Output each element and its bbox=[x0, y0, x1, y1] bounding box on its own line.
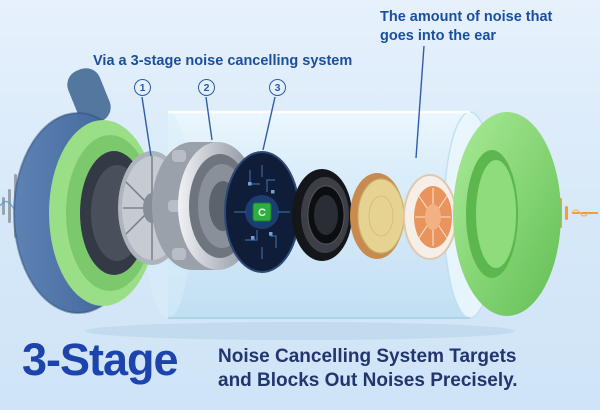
stage-marker-1: 1 bbox=[134, 79, 151, 96]
noise-cancel-chip bbox=[252, 202, 272, 222]
stage-marker-2-label: 2 bbox=[203, 81, 210, 94]
stage-marker-3: 3 bbox=[269, 79, 286, 96]
noise-callout-line2: goes into the ear bbox=[380, 28, 497, 45]
leader-lines bbox=[141, 45, 425, 159]
speaker-ring bbox=[292, 169, 352, 261]
leader-line-stage2 bbox=[205, 96, 213, 141]
system-callout: Via a 3-stage noise cancelling system bbox=[93, 52, 352, 71]
noise-amount-callout: The amount of noise that goes into the e… bbox=[380, 8, 595, 46]
copper-driver-disc bbox=[403, 174, 457, 260]
stage-marker-2: 2 bbox=[198, 79, 215, 96]
leader-line-stage3 bbox=[262, 96, 276, 151]
footer-title: 3-Stage bbox=[22, 334, 179, 385]
footer-desc-line2: and Blocks Out Noises Precisely. bbox=[218, 370, 518, 392]
stage-marker-3-label: 3 bbox=[274, 81, 281, 94]
gold-diaphragm-disc bbox=[350, 173, 405, 259]
leader-line-stage1 bbox=[141, 96, 152, 157]
headband-stub bbox=[67, 68, 111, 124]
ground-shadow bbox=[85, 322, 515, 340]
ear-cushion-donut bbox=[453, 112, 561, 316]
stage-marker-1-label: 1 bbox=[139, 81, 146, 94]
system-callout-text: Via a 3-stage noise cancelling system bbox=[93, 53, 353, 69]
chip-label: C bbox=[258, 207, 266, 219]
noise-callout-line1: The amount of noise that bbox=[380, 9, 553, 25]
leader-line-noise-callout bbox=[415, 45, 425, 159]
circuit-board-disc: C bbox=[224, 151, 300, 273]
footer-desc-line1: Noise Cancelling System Targets bbox=[218, 346, 517, 367]
footer-description: Noise Cancelling System Targets and Bloc… bbox=[218, 345, 518, 394]
